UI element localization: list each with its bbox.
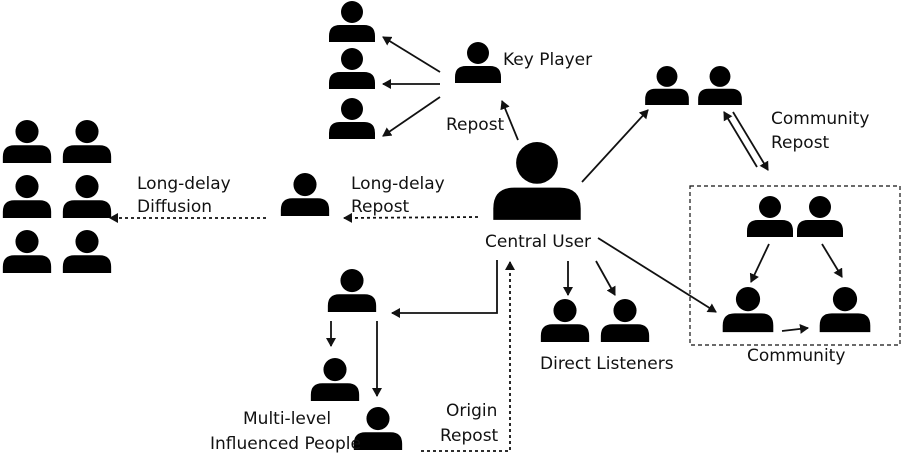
person-icon (329, 1, 375, 42)
community-repost-label-line1: Community (771, 109, 869, 129)
arrow-icon (581, 109, 649, 183)
arrow-icon (597, 237, 717, 313)
central-user-label: Central User (485, 232, 591, 252)
person-icon (722, 287, 774, 333)
person-icon (329, 48, 375, 89)
arrow-icon (723, 111, 758, 168)
person-icon (2, 120, 52, 164)
direct-listeners-label: Direct Listeners (540, 354, 674, 374)
person-icon (310, 358, 360, 402)
arrow-icon (595, 260, 616, 296)
key-player-label: Key Player (503, 50, 592, 70)
person-icon (698, 66, 742, 105)
person-icon (62, 175, 112, 219)
person-icon (2, 230, 52, 274)
arrow-icon (781, 323, 809, 334)
arrow-icon (382, 36, 441, 73)
arrow-icon (382, 96, 441, 137)
person-icon (797, 196, 843, 237)
person-icon (540, 299, 590, 343)
arrow-icon (343, 212, 479, 223)
person-icon (493, 142, 581, 220)
repost-label: Repost (446, 115, 505, 135)
person-icon (353, 407, 403, 451)
long-delay-diffusion-label-line2: Diffusion (137, 197, 212, 217)
long-delay-repost-label-line2: Repost (351, 197, 410, 217)
person-icon (645, 66, 689, 105)
person-icon (600, 299, 650, 343)
arrow-icon (500, 100, 519, 141)
long-delay-diffusion-label-line1: Long-delay (137, 174, 231, 194)
long-delay-repost-label-line1: Long-delay (351, 174, 445, 194)
origin-repost-label-line2: Repost (440, 426, 499, 446)
person-icon (747, 196, 793, 237)
arrow-icon (732, 111, 769, 171)
person-icon (2, 175, 52, 219)
person-icon (329, 98, 375, 139)
multi-level-label-line1: Multi-level (243, 409, 331, 429)
arrow-icon (821, 243, 843, 278)
community-box (689, 185, 901, 346)
person-icon (62, 230, 112, 274)
community-label: Community (747, 346, 845, 366)
multi-level-label-line2: Influenced People (210, 434, 361, 454)
person-icon (62, 120, 112, 164)
person-icon (455, 42, 501, 83)
arrow-icon (391, 260, 498, 318)
person-icon (327, 269, 377, 313)
origin-repost-label-line1: Origin (446, 401, 497, 421)
community-repost-label-line2: Repost (771, 133, 830, 153)
arrow-icon (749, 243, 770, 283)
person-icon (819, 287, 871, 333)
person-icon (280, 173, 330, 217)
